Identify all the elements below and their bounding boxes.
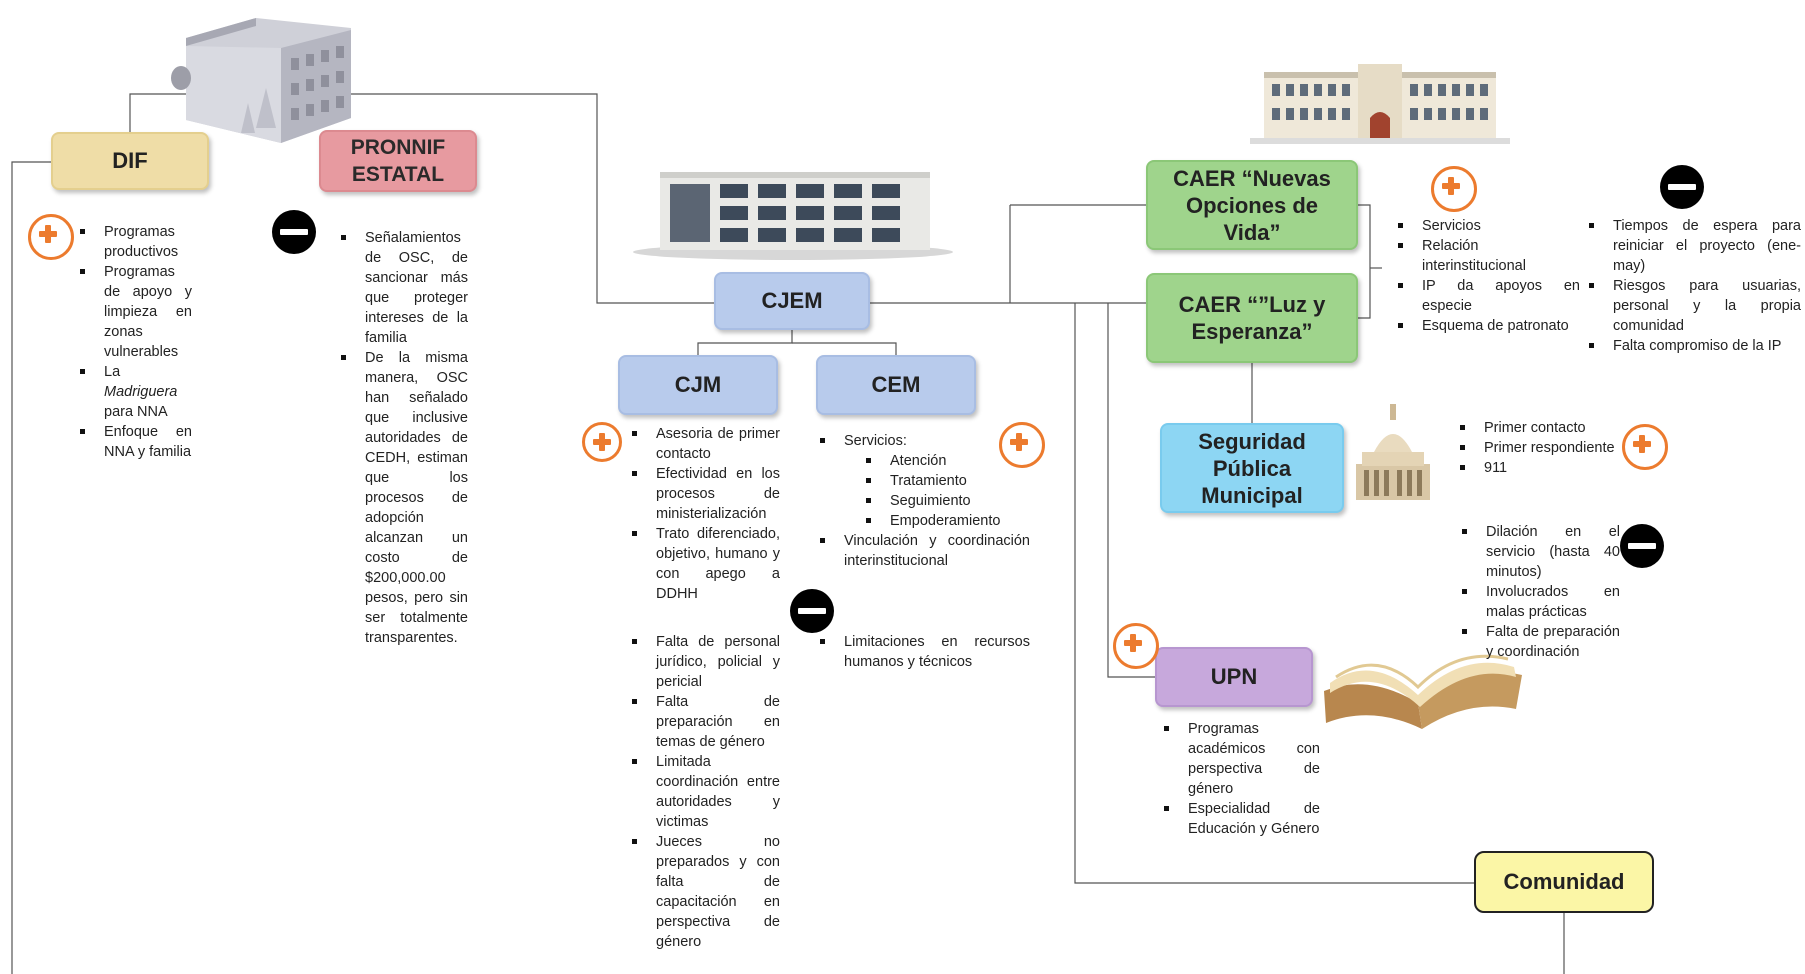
caer-nuevas-line-2: Opciones de — [1185, 192, 1319, 218]
comunidad-label: Comunidad — [1503, 869, 1625, 894]
plus-icon — [999, 422, 1045, 468]
seguridad-minus-list: Dilación en el servicio (hasta 40 minuto… — [1458, 522, 1620, 662]
cem-minus-list: Limitaciones en recursos humanos y técni… — [816, 632, 1030, 672]
caer-building-image — [1250, 64, 1510, 144]
seguridad-line-2: Pública — [1212, 455, 1292, 481]
plus-icon — [1113, 623, 1159, 669]
dif-node: DIF — [51, 132, 209, 190]
pronnif-minus-list: Señalamientos de OSC, de sancionar más q… — [337, 228, 468, 648]
list-item: Atención — [862, 451, 1030, 471]
list-item: Limitada coordinación entre autoridades … — [628, 752, 780, 832]
caer-luz-line-1: CAER “”Luz y — [1178, 292, 1326, 317]
minus-icon — [272, 210, 316, 254]
dif-building-image — [171, 18, 351, 143]
cjem-node: CJEM — [714, 272, 870, 330]
seguridad-line-1: Seguridad — [1198, 428, 1306, 454]
pronnif-label-line-1: PRONNIF — [350, 136, 446, 159]
list-item: Falta de preparación y coordinación — [1458, 622, 1620, 662]
list-item: 911 — [1456, 458, 1622, 478]
dif-plus-list: Programas productivos Programas de apoyo… — [76, 222, 192, 462]
list-item: Jueces no preparados y con falta de capa… — [628, 832, 780, 952]
list-item: Primer contacto — [1456, 418, 1622, 438]
list-item: Programas productivos — [76, 222, 192, 262]
caer-plus-list: Servicios Relación interinstitucional IP… — [1394, 216, 1580, 336]
caer-luz-line-2: Esperanza” — [1191, 319, 1313, 344]
open-book-image — [1324, 654, 1522, 729]
cem-label: CEM — [871, 372, 921, 397]
minus-icon — [1620, 524, 1664, 568]
list-item: IP da apoyos en especie — [1394, 276, 1580, 316]
caer-minus-list: Tiempos de espera para reiniciar el proy… — [1585, 216, 1801, 356]
cjm-plus-list: Asesoria de primer contacto Efectividad … — [628, 424, 780, 604]
list-item: Enfoque en NNA y familia — [76, 422, 192, 462]
caer-nuevas-line-3: Vida” — [1223, 219, 1281, 245]
minus-icon — [1660, 165, 1704, 209]
upn-plus-list: Programas académicos con perspectiva de … — [1160, 719, 1320, 839]
cjm-node: CJM — [618, 355, 778, 415]
list-item: Señalamientos de OSC, de sancionar más q… — [337, 228, 468, 348]
cjm-label: CJM — [674, 372, 722, 397]
upn-node: UPN — [1155, 647, 1313, 707]
list-item: De la misma manera, OSC han señalado que… — [337, 348, 468, 648]
list-item: Programas académicos con perspectiva de … — [1160, 719, 1320, 799]
list-item: La Madriguera para NNA — [76, 362, 192, 422]
cjm-minus-list: Falta de personal jurídico, policial y p… — [628, 632, 780, 952]
plus-icon — [1622, 424, 1668, 470]
list-item: Relación interinstitucional — [1394, 236, 1580, 276]
minus-icon — [790, 589, 834, 633]
cjem-label: CJEM — [761, 288, 823, 313]
list-item: Vinculación y coordinación interinstituc… — [816, 531, 1030, 571]
list-item: Tratamiento — [862, 471, 1030, 491]
pronnif-node: PRONNIF ESTATAL — [319, 130, 477, 192]
cem-plus-list: Servicios: Atención Tratamiento Seguimie… — [816, 431, 1030, 571]
dif-label: DIF — [112, 148, 148, 173]
list-item: Primer respondiente — [1456, 438, 1622, 458]
list-item: Empoderamiento — [862, 511, 1030, 531]
plus-icon — [1431, 166, 1477, 212]
list-item: Efectividad en los procesos de ministeri… — [628, 464, 780, 524]
list-item: Esquema de patronato — [1394, 316, 1580, 336]
upn-label: UPN — [1210, 664, 1258, 689]
list-item: Asesoria de primer contacto — [628, 424, 780, 464]
list-item: Programas de apoyo y limpieza en zonas v… — [76, 262, 192, 362]
list-item: Servicios — [1394, 216, 1580, 236]
list-item: Falta compromiso de la IP — [1585, 336, 1801, 356]
madriguera-text: Madriguera — [104, 384, 178, 400]
cem-node: CEM — [816, 355, 976, 415]
list-item: Falta de preparación en temas de género — [628, 692, 780, 752]
capitol-building-image — [1356, 404, 1430, 500]
comunidad-node: Comunidad — [1474, 851, 1654, 913]
list-item: Involucrados en malas prácticas — [1458, 582, 1620, 622]
list-item: Dilación en el servicio (hasta 40 minuto… — [1458, 522, 1620, 582]
list-item: Especialidad de Educación y Género — [1160, 799, 1320, 839]
cjem-building-image — [633, 172, 953, 260]
list-item: Tiempos de espera para reiniciar el proy… — [1585, 216, 1801, 276]
list-item: Servicios: — [816, 431, 1030, 451]
list-item: Trato diferenciado, objetivo, humano y c… — [628, 524, 780, 604]
seguridad-line-3: Municipal — [1201, 482, 1303, 508]
plus-icon — [28, 214, 74, 260]
list-item: Limitaciones en recursos humanos y técni… — [816, 632, 1030, 672]
caer-nuevas-line-1: CAER “Nuevas — [1173, 165, 1331, 191]
list-item: Seguimiento — [862, 491, 1030, 511]
list-item: Falta de personal jurídico, policial y p… — [628, 632, 780, 692]
seguridad-plus-list: Primer contacto Primer respondiente 911 — [1456, 418, 1622, 478]
pronnif-label-line-2: ESTATAL — [351, 163, 445, 186]
list-item: Riesgos para usuarias, personal y la pro… — [1585, 276, 1801, 336]
plus-icon — [582, 422, 622, 462]
